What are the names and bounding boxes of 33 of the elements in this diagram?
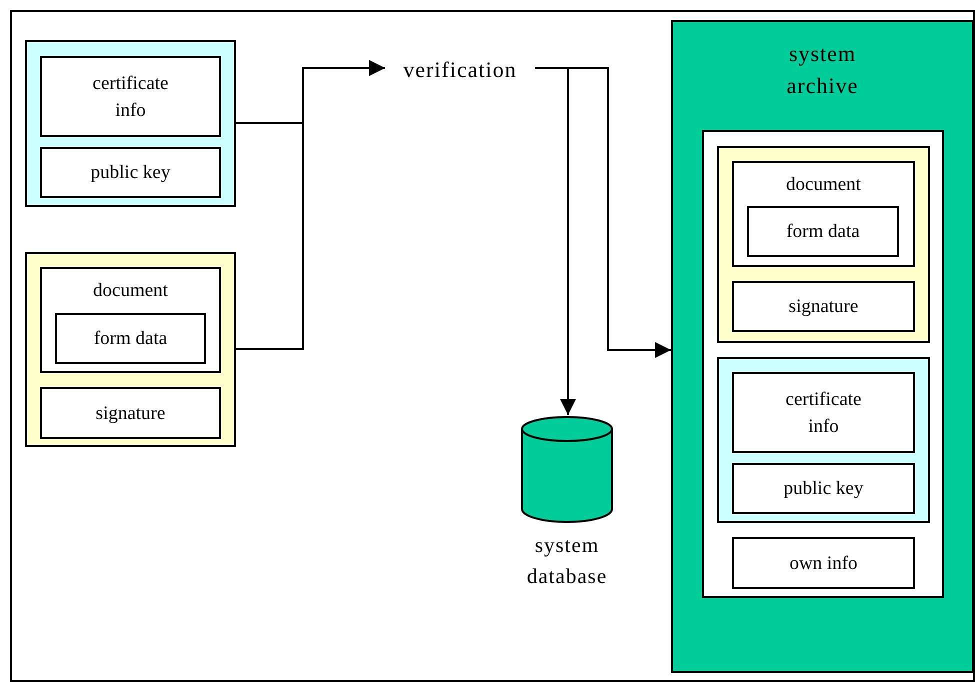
process-box	[732, 281, 915, 332]
box-heading: document	[92, 279, 169, 303]
connector-arrow	[236, 60, 385, 350]
box-label: certificate info	[92, 72, 170, 122]
process-box	[732, 372, 915, 453]
group-box	[702, 130, 944, 598]
box-label: public key	[782, 477, 864, 501]
process-box	[55, 313, 206, 364]
box-label: own info	[788, 552, 859, 576]
box-label: form data	[92, 327, 168, 351]
container-box	[732, 161, 915, 267]
step-label: verification	[403, 56, 517, 82]
database-label: system database	[526, 532, 608, 590]
container-box	[40, 267, 221, 373]
group-box	[717, 146, 930, 343]
process-box	[40, 147, 221, 198]
box-label: certificate info	[784, 388, 862, 438]
group-box	[25, 252, 236, 447]
box-label: public key	[90, 161, 172, 185]
group-box	[25, 40, 236, 207]
process-box	[40, 387, 221, 439]
box-heading: system archive	[786, 40, 860, 100]
box-label: signature	[788, 295, 860, 319]
connector-arrow	[535, 67, 671, 358]
box-heading: document	[785, 173, 862, 197]
process-box	[732, 537, 915, 589]
process-box	[40, 56, 221, 137]
process-box	[747, 206, 899, 257]
container-box	[671, 20, 974, 673]
box-label: signature	[94, 402, 166, 426]
group-box	[717, 357, 930, 523]
box-label: form data	[785, 220, 861, 244]
process-box	[732, 463, 915, 514]
